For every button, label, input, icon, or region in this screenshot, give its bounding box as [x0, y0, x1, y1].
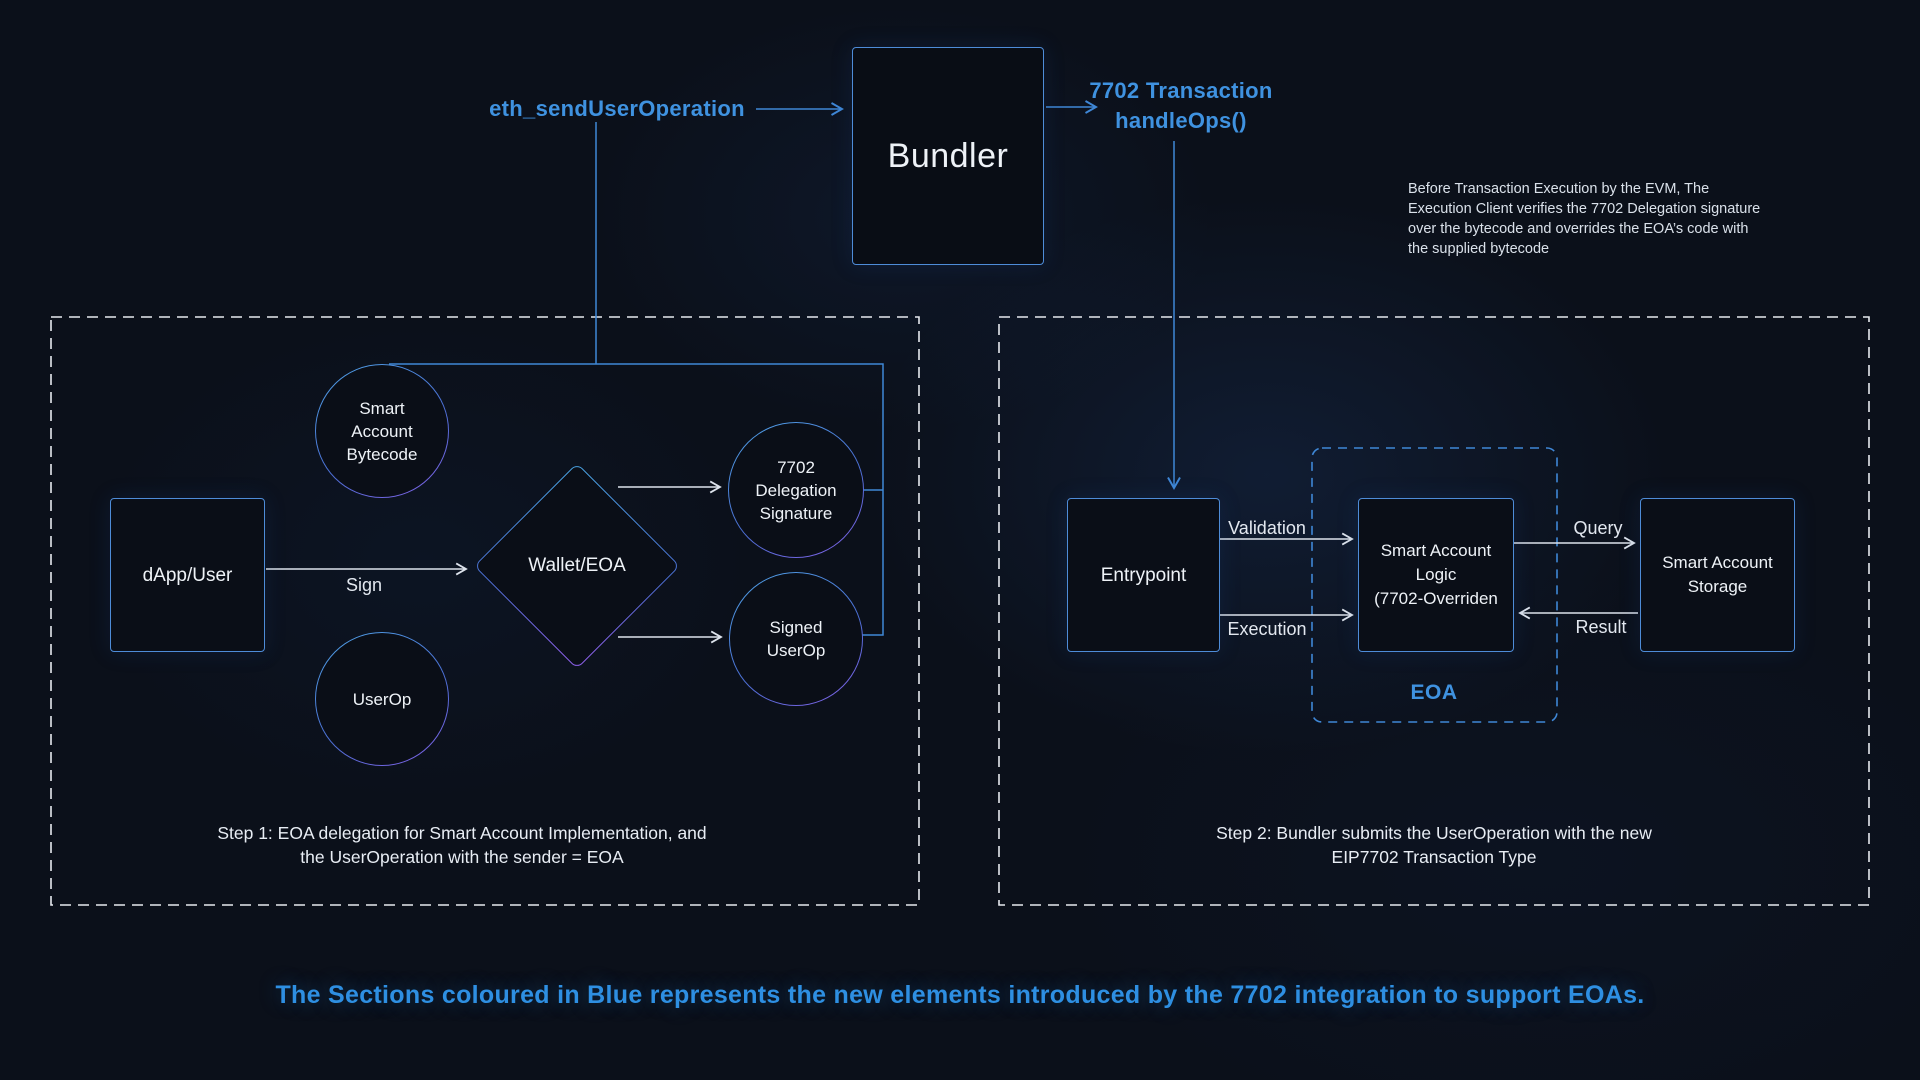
validation-edge-label: Validation — [1228, 518, 1306, 538]
entrypoint-node: Entrypoint — [1067, 498, 1220, 652]
bundler-node: Bundler — [852, 47, 1044, 265]
result-edge-label: Result — [1575, 617, 1627, 637]
eoa-label: EOA — [1410, 681, 1458, 704]
wallet-eoa-label: Wallet/EOA — [528, 555, 626, 576]
step1-frame — [50, 316, 920, 906]
smart-account-logic-node: Smart Account Logic (7702-Overriden — [1358, 498, 1514, 652]
signed-userop-node: Signed UserOp — [729, 572, 863, 706]
smart-account-bytecode-node: Smart Account Bytecode — [315, 364, 449, 498]
step2-frame — [998, 316, 1870, 906]
sign-edge-label: Sign — [345, 575, 383, 595]
execution-edge-label: Execution — [1227, 619, 1307, 639]
step2-caption: Step 2: Bundler submits the UserOperatio… — [1216, 823, 1652, 867]
evm-note: Before Transaction Execution by the EVM,… — [1408, 181, 1761, 257]
legend-text: The Sections coloured in Blue represents… — [275, 981, 1645, 1009]
dapp-user-node: dApp/User — [110, 498, 265, 652]
eth-send-label: eth_sendUserOperation — [489, 96, 745, 121]
query-edge-label: Query — [1573, 518, 1623, 538]
step1-caption: Step 1: EOA delegation for Smart Account… — [217, 823, 707, 867]
eoa-frame — [1311, 447, 1558, 723]
smart-account-storage-node: Smart Account Storage — [1640, 498, 1795, 652]
userop-node: UserOp — [315, 632, 449, 766]
delegation-signature-node: 7702 Delegation Signature — [728, 422, 864, 558]
tx-label: 7702 Transaction handleOps() — [1089, 78, 1273, 133]
wire-bytecode-collector — [389, 363, 884, 636]
